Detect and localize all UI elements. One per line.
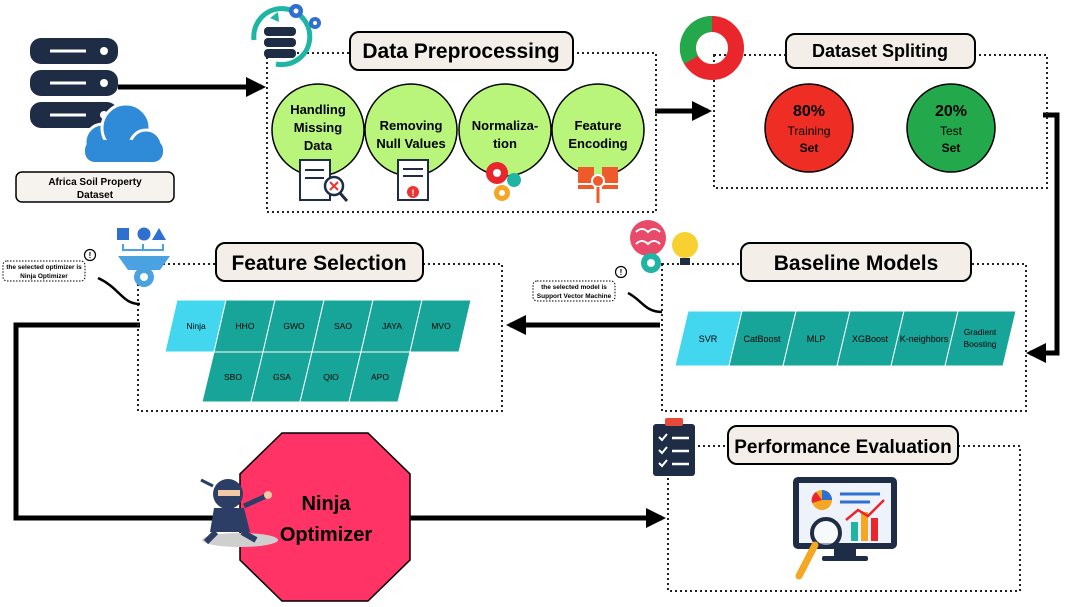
baseline-title: Baseline Models bbox=[774, 252, 939, 275]
missing-data-document-icon bbox=[299, 159, 349, 202]
evaluation-title-box bbox=[727, 425, 959, 465]
fs-ninja-label: Ninja bbox=[186, 321, 206, 331]
svg-text:!: ! bbox=[412, 188, 415, 198]
model-gradient-line1: Gradient bbox=[964, 327, 997, 337]
step-missing-line2: Missing bbox=[294, 120, 342, 135]
step-null-line1: Removing bbox=[380, 118, 443, 133]
selected-model-line2: Support Vector Machine bbox=[537, 293, 612, 300]
checklist-icon bbox=[653, 418, 695, 476]
step-null-line2: Null Values bbox=[376, 136, 445, 151]
brain-bulb-icon bbox=[630, 220, 698, 273]
evaluation-section: Performance Evaluation bbox=[653, 418, 1021, 592]
ninja-optimizer-node: Ninja Optimizer bbox=[200, 432, 411, 602]
preprocessing-title-box bbox=[349, 31, 574, 71]
dataset-label-line2: Dataset bbox=[77, 190, 114, 201]
ninja-icon bbox=[200, 478, 278, 547]
splitting-title-box bbox=[785, 33, 976, 69]
step-encoding-line2: Encoding bbox=[568, 136, 627, 151]
fs-mvo-label: MVO bbox=[431, 321, 451, 331]
feature-selection-section: Feature Selection the selected optimizer… bbox=[2, 227, 503, 412]
model-svr-label: SVR bbox=[699, 334, 718, 344]
selected-model-note: the selected model is Support Vector Mac… bbox=[532, 265, 663, 314]
step-normalization-line2: tion bbox=[493, 136, 517, 151]
shapes-funnel-icon bbox=[117, 227, 170, 287]
splitting-title: Dataset Spliting bbox=[812, 41, 948, 61]
arrow-splitting-to-baseline bbox=[1026, 112, 1060, 363]
step-missing-line3: Data bbox=[304, 138, 333, 153]
fs-row1-mvo: MVO bbox=[409, 299, 472, 353]
fs-gsa-label: GSA bbox=[273, 372, 291, 382]
preprocess-step-missing-data: Handling Missing Data bbox=[271, 83, 365, 177]
step-normalization-line1: Normaliza- bbox=[472, 118, 538, 133]
fs-sao-label: SAO bbox=[334, 321, 352, 331]
fs-gwo-label: GWO bbox=[283, 321, 305, 331]
step-missing-line1: Handling bbox=[290, 102, 346, 117]
model-gradient-line2: Boosting bbox=[963, 339, 996, 349]
selected-optimizer-line2: Ninja Optimizer bbox=[20, 273, 68, 280]
alert-icon: ! bbox=[89, 251, 92, 260]
test-line2: Set bbox=[942, 141, 961, 155]
training-set-circle: 80% Training Set bbox=[764, 83, 854, 173]
fs-jaya-label: JAYA bbox=[382, 321, 402, 331]
fs-qio-label: QIO bbox=[323, 372, 339, 382]
splitting-section: Dataset Spliting 80% Training Set 20% Te… bbox=[679, 15, 1048, 189]
evaluation-title: Performance Evaluation bbox=[734, 437, 952, 458]
normalization-gears-icon bbox=[486, 162, 521, 201]
alert-icon: ! bbox=[620, 268, 623, 277]
model-catboost-label: CatBoost bbox=[743, 334, 781, 344]
feature-selection-title: Feature Selection bbox=[231, 252, 406, 275]
preprocess-step-normalization: Normaliza- tion bbox=[458, 83, 552, 177]
fs-hho-label: HHO bbox=[236, 321, 255, 331]
feature-selection-title-box bbox=[215, 242, 424, 282]
training-line2: Set bbox=[800, 141, 819, 155]
baseline-section: Baseline Models the selected model is Su… bbox=[532, 220, 1027, 412]
split-donut-icon bbox=[679, 15, 744, 80]
dataset-label: Africa Soil Property Dataset bbox=[15, 171, 175, 203]
model-mlp-label: MLP bbox=[807, 334, 826, 344]
step-encoding-line1: Feature bbox=[575, 118, 622, 133]
training-pct: 80% bbox=[793, 103, 825, 120]
preprocess-step-feature-encoding: Feature Encoding bbox=[551, 83, 645, 177]
optimizer-line1: Ninja bbox=[302, 493, 352, 515]
training-line1: Training bbox=[788, 124, 831, 138]
baseline-title-box bbox=[740, 242, 972, 282]
selected-optimizer-note: the selected optimizer is Ninja Optimize… bbox=[2, 248, 141, 306]
preprocess-step-null-values: Removing Null Values bbox=[364, 83, 458, 177]
preprocessing-section: Data Preprocessing Handling Missing Data… bbox=[251, 4, 657, 213]
test-set-circle: 20% Test Set bbox=[906, 83, 996, 173]
fs-apo-label: APO bbox=[371, 372, 389, 382]
fs-sbo-label: SBO bbox=[224, 372, 242, 382]
cloud-icon bbox=[83, 102, 164, 164]
optimizer-octagon bbox=[239, 432, 411, 602]
selected-optimizer-line1: the selected optimizer is bbox=[6, 264, 82, 271]
analytics-monitor-icon bbox=[793, 477, 897, 580]
selected-model-line1: the selected model is bbox=[541, 284, 607, 291]
null-values-document-icon: ! bbox=[397, 159, 429, 201]
test-line1: Test bbox=[940, 124, 963, 138]
dataset-label-line1: Africa Soil Property bbox=[48, 177, 142, 188]
test-pct: 20% bbox=[935, 103, 967, 120]
dataset-icon bbox=[30, 38, 118, 128]
model-gradient-boosting: Gradient Boosting bbox=[944, 310, 1017, 367]
arrow-feature-selection-to-optimizer bbox=[13, 322, 240, 521]
feature-encoding-icon bbox=[578, 167, 618, 203]
preprocessing-title: Data Preprocessing bbox=[362, 40, 559, 63]
model-kneighbors-label: K-neighbors bbox=[900, 334, 949, 344]
preprocessing-gears-icon bbox=[251, 4, 321, 68]
model-xgboost-label: XGBoost bbox=[852, 334, 889, 344]
optimizer-line2: Optimizer bbox=[280, 524, 372, 546]
fs-row2-apo: APO bbox=[348, 351, 411, 403]
connectors bbox=[13, 77, 1060, 528]
